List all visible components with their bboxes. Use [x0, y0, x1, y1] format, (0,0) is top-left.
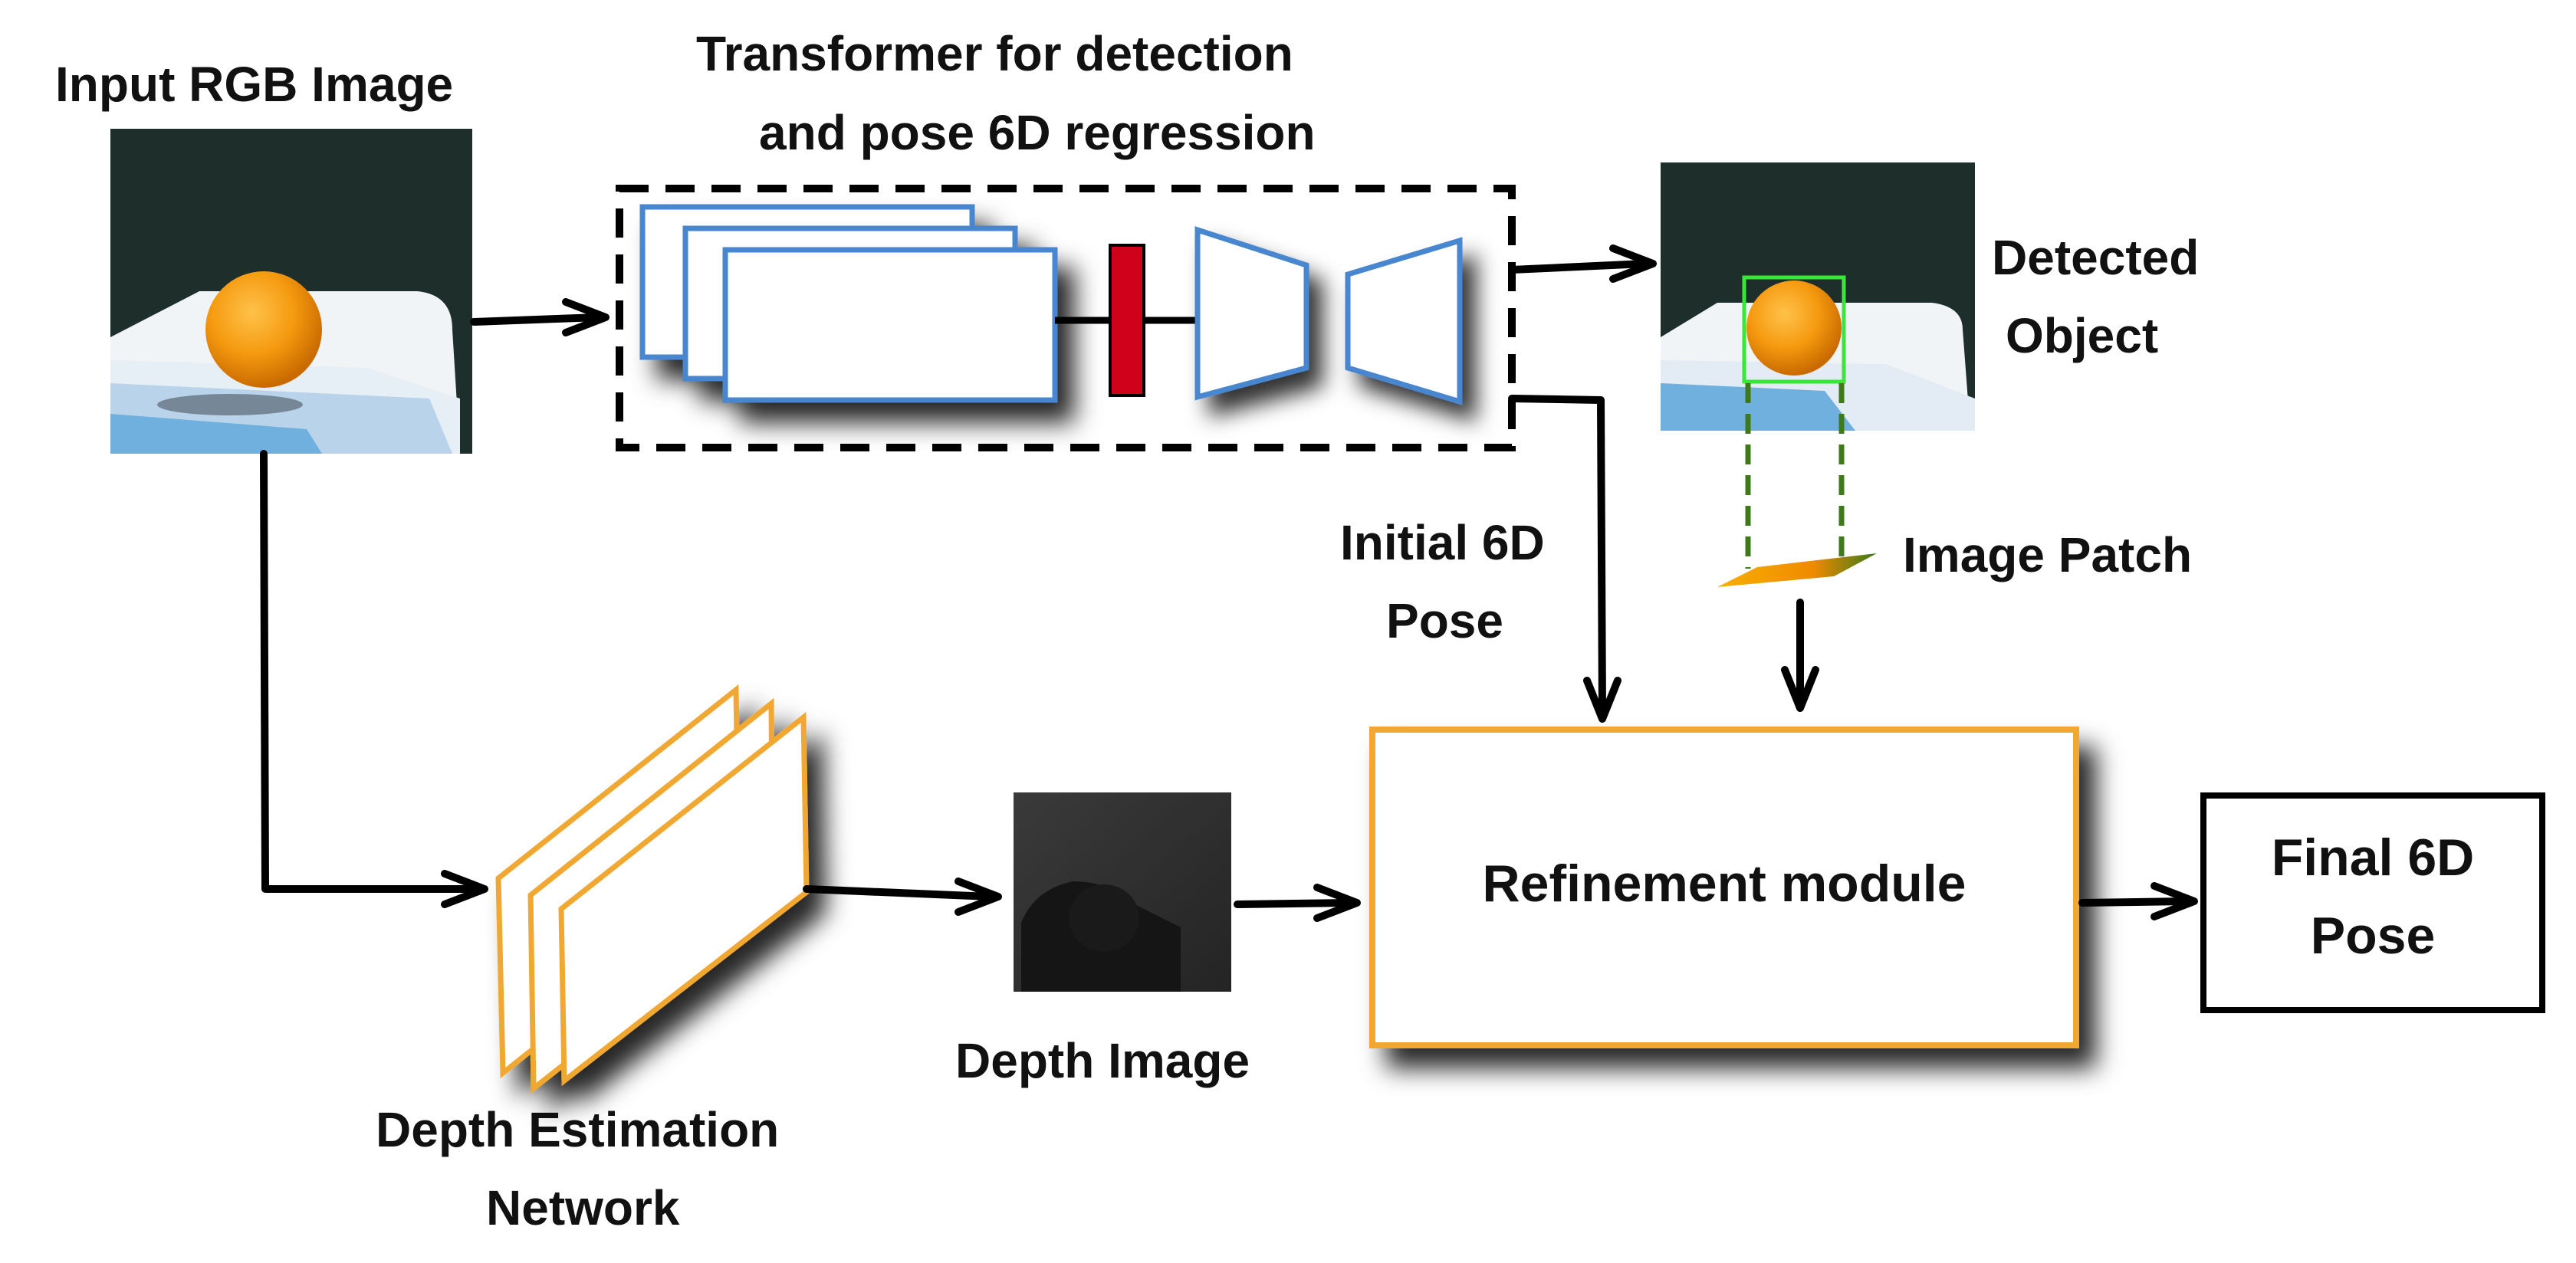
bounding-box	[1742, 275, 1846, 384]
detected-object-label-line2: Object	[2006, 308, 2158, 363]
final-pose-label-line1: Final 6D	[2272, 828, 2475, 887]
bottleneck-bar	[1109, 244, 1145, 397]
transformer-dashed-frame	[616, 185, 1516, 451]
encoder-layer-3	[722, 247, 1058, 403]
input-rgb-image	[110, 129, 472, 454]
final-pose-box	[2200, 792, 2545, 1013]
transformer-block	[616, 185, 1516, 451]
transformer-label-line1: Transformer for detection	[696, 26, 1293, 81]
depth-image	[1014, 792, 1231, 992]
initial-pose-label-line1: Initial 6D	[1340, 515, 1545, 570]
depth-image-label: Depth Image	[955, 1033, 1250, 1088]
arrow-patch-to-refinement	[1781, 599, 1819, 712]
arrow-depth-net-to-depth-image	[803, 878, 1002, 916]
refinement-module	[1369, 727, 2079, 1048]
detected-object-image	[1661, 162, 1975, 431]
depth-network-label-line2: Network	[486, 1180, 680, 1235]
input-rgb-label: Input RGB Image	[55, 57, 453, 112]
image-patch-label: Image Patch	[1903, 527, 2192, 582]
depth-network-label-line1: Depth Estimation	[376, 1102, 779, 1157]
arrow-initial-pose	[1508, 395, 1622, 723]
depth-estimation-network	[495, 684, 810, 1094]
final-pose-label-line2: Pose	[2311, 907, 2436, 965]
decoder-trapezoid-1	[1194, 226, 1309, 401]
image-patch	[1717, 553, 1877, 587]
arrow-depth-image-to-refinement	[1234, 884, 1361, 922]
arrow-transformer-to-detected	[1508, 244, 1657, 283]
initial-pose-label-line2: Pose	[1386, 593, 1503, 648]
refinement-label: Refinement module	[1483, 855, 1967, 913]
arrow-refinement-to-final	[2078, 882, 2198, 920]
patch-projection-lines	[1745, 383, 1845, 569]
transformer-label-line2: and pose 6D regression	[759, 105, 1316, 160]
decoder-trapezoid-2	[1345, 237, 1463, 405]
arrow-input-to-depth-net	[260, 450, 488, 908]
detected-object-label-line1: Detected	[1992, 230, 2199, 285]
arrow-input-to-transformer	[470, 298, 610, 336]
